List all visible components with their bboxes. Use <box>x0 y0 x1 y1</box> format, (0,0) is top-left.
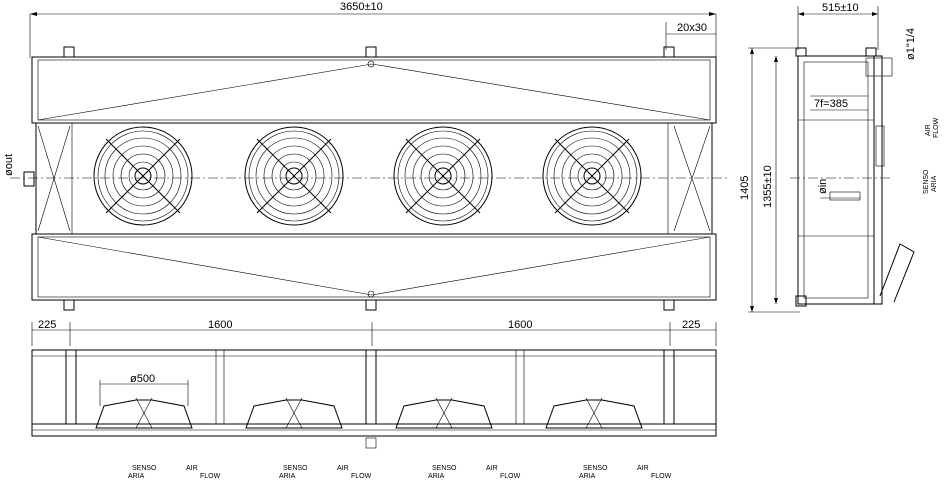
side-air-label: AIR <box>925 124 932 136</box>
edge-right-label: 225 <box>682 319 700 331</box>
side-senso-label: SENSO <box>923 169 930 194</box>
senso-label-1: SENSO <box>132 465 157 472</box>
depth-label: 515±10 <box>822 2 859 14</box>
front-view: 225 1600 1600 225 ø500 <box>31 319 717 449</box>
side-view: 515±10 ø1"1/4 1405 1355±10 7f=385 øin AI… <box>739 2 940 313</box>
senso-label-3: SENSO <box>432 465 457 472</box>
senso-label-4: SENSO <box>583 465 608 472</box>
bottom-labels: SENSO ARIA AIR FLOW SENSO ARIA AIR FLOW … <box>128 465 672 480</box>
air-label-2: AIR <box>337 465 349 472</box>
inlet-label: øin <box>817 179 829 194</box>
pitch-1-label: 1600 <box>208 319 232 331</box>
aria-label-2: ARIA <box>279 473 296 480</box>
flow-label-1: FLOW <box>200 473 221 480</box>
fan-2-top <box>244 126 344 226</box>
side-aria-label: ARIA <box>931 175 938 192</box>
side-flow-label: FLOW <box>933 117 940 138</box>
fin-spacing-label: 7f=385 <box>814 98 848 110</box>
fan-1-top <box>93 126 193 226</box>
fan-4-front <box>545 397 643 429</box>
height-body-label: 1355±10 <box>762 165 774 208</box>
top-view: 3650±10 20x30 øout <box>3 1 730 311</box>
pitch-2-label: 1600 <box>508 319 532 331</box>
air-label-1: AIR <box>186 465 198 472</box>
flow-label-3: FLOW <box>500 473 521 480</box>
fan-3-front <box>395 397 493 429</box>
edge-left-label: 225 <box>38 319 56 331</box>
senso-label-2: SENSO <box>283 465 308 472</box>
fan-4-top <box>542 126 642 226</box>
aria-label-1: ARIA <box>128 473 145 480</box>
bracket-dimension-label: 20x30 <box>677 22 707 34</box>
fan-2-front <box>245 397 343 429</box>
fan-3-top <box>393 126 493 226</box>
air-label-4: AIR <box>637 465 649 472</box>
flow-label-2: FLOW <box>351 473 372 480</box>
outlet-label: øout <box>3 154 15 176</box>
height-overall-label: 1405 <box>739 176 751 200</box>
aria-label-4: ARIA <box>579 473 596 480</box>
fan-diameter-label: ø500 <box>130 373 155 385</box>
overall-length-label: 3650±10 <box>340 1 383 13</box>
flow-label-4: FLOW <box>651 473 672 480</box>
fan-1-front <box>95 397 193 429</box>
connection-label: ø1"1/4 <box>905 28 917 60</box>
aria-label-3: ARIA <box>428 473 445 480</box>
air-label-3: AIR <box>486 465 498 472</box>
